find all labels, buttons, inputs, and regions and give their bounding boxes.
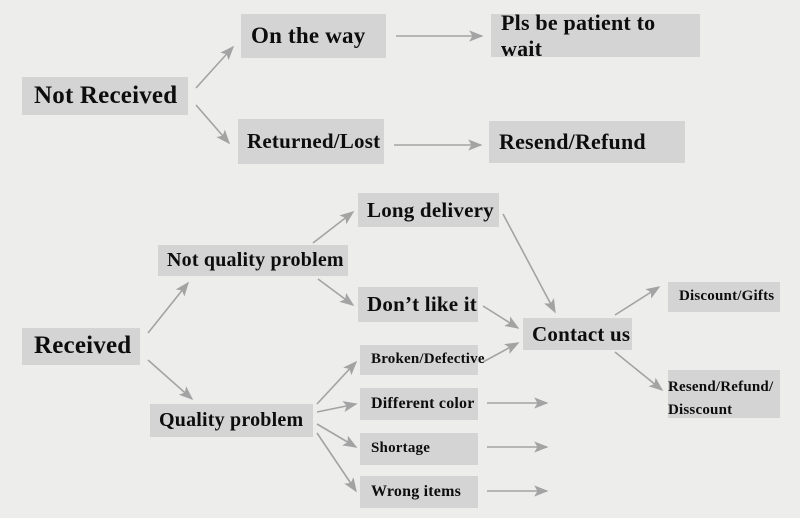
node-not-quality-problem[interactable]: Not quality problem (158, 245, 348, 276)
edge-contact-us-to-resend-disscount (614, 351, 664, 392)
node-shortage[interactable]: Shortage (360, 433, 478, 465)
node-dont-like-it[interactable]: Don’t like it (358, 287, 478, 322)
node-resend-refund-disscount[interactable]: Resend/Refund/ Disscount (668, 370, 780, 418)
edge-not-quality-to-long-delivery (312, 211, 355, 244)
node-received[interactable]: Received (22, 328, 140, 365)
edge-quality-to-different-color (316, 401, 358, 413)
edge-not-received-to-returned-lost (195, 104, 231, 145)
node-long-delivery[interactable]: Long delivery (358, 193, 499, 227)
node-not-received[interactable]: Not Received (22, 77, 188, 115)
edge-quality-to-broken (316, 360, 358, 405)
node-quality-problem[interactable]: Quality problem (150, 404, 313, 437)
node-on-the-way[interactable]: On the way (241, 14, 386, 58)
edge-long-delivery-to-contact-us (502, 213, 556, 314)
node-contact-us[interactable]: Contact us (523, 318, 632, 350)
node-pls-be-patient[interactable]: Pls be patient to wait (491, 10, 700, 61)
edge-received-to-quality (147, 359, 194, 401)
node-discount-gifts[interactable]: Discount/Gifts (668, 282, 780, 312)
node-broken-defective[interactable]: Broken/Defective (360, 345, 485, 375)
edge-quality-to-shortage (316, 423, 358, 448)
edge-dont-like-it-to-contact-us (482, 305, 520, 329)
edge-not-received-to-on-the-way (195, 45, 235, 89)
edge-not-quality-to-dont-like-it (317, 278, 355, 306)
edge-quality-to-wrong-items (316, 432, 357, 493)
edge-broken-to-contact-us (482, 342, 520, 363)
node-resend-refund[interactable]: Resend/Refund (489, 121, 685, 163)
edge-contact-us-to-discount-gifts (614, 286, 661, 316)
edge-received-to-not-quality (147, 281, 189, 334)
node-wrong-items[interactable]: Wrong items (360, 476, 478, 508)
node-different-color[interactable]: Different color (360, 388, 478, 420)
node-returned-lost[interactable]: Returned/Lost (238, 119, 384, 164)
